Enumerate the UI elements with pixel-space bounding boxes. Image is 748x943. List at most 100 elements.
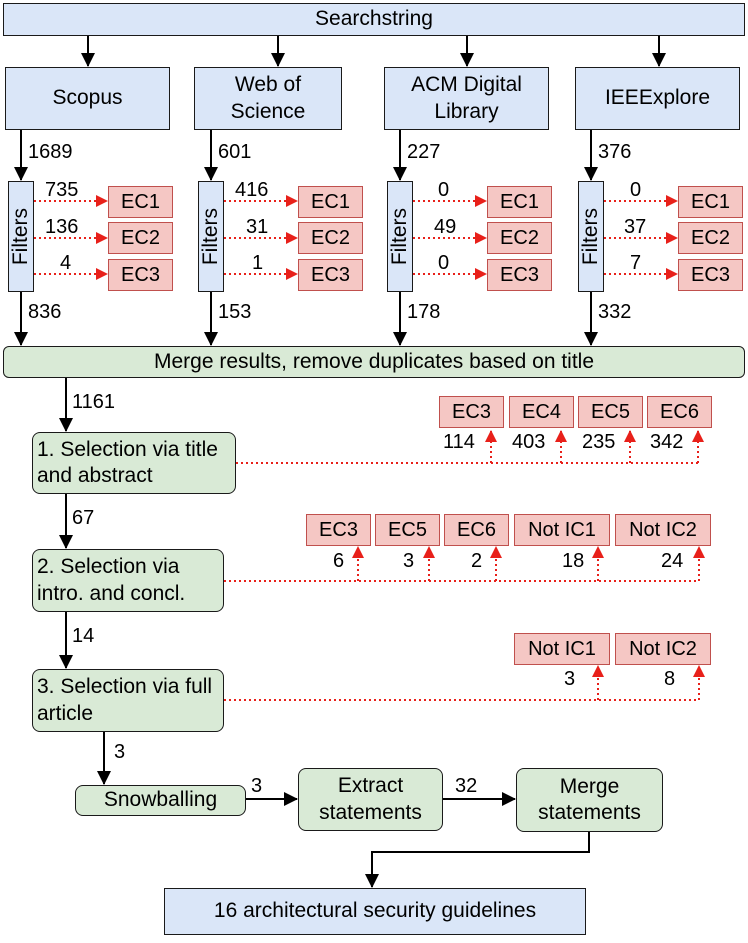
- database-label: Web of Science: [230, 73, 306, 123]
- ec3-box: EC3: [298, 259, 363, 291]
- ec-label: EC5: [388, 518, 427, 541]
- selection-step-1: 1. Selection via title and abstract: [32, 432, 236, 494]
- step2-ec3-count: 6: [333, 550, 345, 572]
- remaining-count: 332: [598, 301, 632, 323]
- ec-label: EC5: [591, 400, 630, 423]
- ec1-count: 0: [630, 179, 642, 201]
- step2-ec3-box: EC3: [306, 514, 371, 546]
- database-acm: ACM Digital Library: [384, 67, 549, 130]
- step3-not-ic2-box: Not IC2: [615, 633, 711, 665]
- merge-results-label: Merge results, remove duplicates based o…: [153, 349, 595, 373]
- ec2-count: 136: [45, 216, 79, 238]
- ec-label: EC2: [311, 226, 350, 249]
- step1-ec3-box: EC3: [439, 396, 504, 428]
- ec-label: EC2: [500, 226, 539, 249]
- found-count: 376: [598, 141, 632, 163]
- selection-step-2-label: 2. Selection via intro. and concl.: [37, 555, 186, 605]
- ec-label: EC2: [691, 226, 730, 249]
- remaining-count: 178: [407, 301, 441, 323]
- merged-count: 1161: [72, 391, 116, 413]
- ec2-box: EC2: [298, 222, 363, 254]
- step2-not-ic2-count: 24: [661, 550, 684, 572]
- ec2-box: EC2: [487, 222, 552, 254]
- found-count: 1689: [28, 141, 73, 163]
- snowballing-count: 3: [251, 775, 263, 797]
- database-scopus: Scopus: [5, 67, 170, 130]
- step1-ec4-count: 403: [512, 431, 546, 453]
- ec-label: EC6: [457, 518, 496, 541]
- filters-box: Filters: [387, 181, 413, 292]
- ec3-count: 0: [438, 252, 450, 274]
- filters-box: Filters: [8, 181, 34, 292]
- step1-ec4-box: EC4: [509, 396, 574, 428]
- step2-ec6-count: 2: [471, 550, 483, 572]
- ec-label: EC3: [691, 263, 730, 286]
- ec-label: EC1: [311, 190, 350, 213]
- ec1-count: 0: [438, 179, 450, 201]
- database-web-of-science: Web of Science: [194, 67, 342, 130]
- ec2-count: 31: [246, 216, 269, 238]
- snowballing-box: Snowballing: [75, 785, 246, 816]
- ec-label: EC1: [121, 190, 160, 213]
- step2-ec6-box: EC6: [444, 514, 509, 546]
- step3-not-ic2-count: 8: [664, 668, 676, 690]
- step2-not-ic2-box: Not IC2: [615, 514, 711, 546]
- step3-remaining-count: 3: [114, 741, 126, 763]
- ec1-box: EC1: [108, 186, 173, 218]
- ec3-box: EC3: [678, 259, 743, 291]
- database-ieeexplore: IEEExplore: [575, 67, 740, 130]
- extract-statements-box: Extract statements: [298, 768, 443, 831]
- ec1-box: EC1: [678, 186, 743, 218]
- filters-label: Filters: [8, 207, 32, 266]
- ec-label: Not IC2: [629, 518, 697, 541]
- selection-step-1-label: 1. Selection via title and abstract: [37, 437, 218, 487]
- ec1-box: EC1: [487, 186, 552, 218]
- database-label: ACM Digital Library: [411, 73, 522, 123]
- database-label: IEEExplore: [604, 86, 711, 110]
- filters-label: Filters: [198, 207, 222, 266]
- step2-not-ic1-box: Not IC1: [514, 514, 610, 546]
- extract-statements-label: Extract statements: [319, 774, 422, 824]
- filters-box: Filters: [198, 181, 224, 292]
- filters-box: Filters: [578, 181, 604, 292]
- ec-label: Not IC1: [528, 518, 596, 541]
- searchstring-label: Searchstring: [315, 7, 433, 31]
- selection-step-2: 2. Selection via intro. and concl.: [32, 549, 224, 612]
- step1-ec6-count: 342: [650, 431, 684, 453]
- ec-label: EC6: [660, 400, 699, 423]
- ec1-box: EC1: [298, 186, 363, 218]
- ec-label: EC3: [121, 263, 160, 286]
- step1-ec3-count: 114: [443, 431, 475, 453]
- ec-label: EC1: [691, 190, 730, 213]
- step1-ec5-box: EC5: [578, 396, 643, 428]
- ec1-count: 735: [45, 179, 79, 201]
- step1-ec5-count: 235: [582, 431, 616, 453]
- ec-label: Not IC2: [629, 637, 697, 660]
- extract-count: 32: [455, 775, 478, 797]
- remaining-count: 836: [28, 301, 62, 323]
- ec3-count: 4: [60, 252, 72, 274]
- remaining-count: 153: [218, 301, 252, 323]
- searchstring-box: Searchstring: [3, 3, 745, 36]
- step1-ec6-box: EC6: [647, 396, 712, 428]
- step2-not-ic1-count: 18: [562, 550, 585, 572]
- snowballing-label: Snowballing: [103, 788, 218, 812]
- ec-label: EC3: [319, 518, 358, 541]
- ec2-count: 37: [624, 216, 647, 238]
- ec3-box: EC3: [108, 259, 173, 291]
- ec2-box: EC2: [108, 222, 173, 254]
- database-label: Scopus: [52, 86, 123, 110]
- ec-label: EC2: [121, 226, 160, 249]
- selection-step-3: 3. Selection via full article: [32, 669, 224, 732]
- ec-label: EC1: [500, 190, 539, 213]
- merge-statements-label: Merge statements: [538, 774, 641, 824]
- step2-ec5-box: EC5: [375, 514, 440, 546]
- ec3-count: 1: [252, 252, 264, 274]
- result-guidelines-box: 16 architectural security guidelines: [164, 888, 586, 935]
- step2-ec5-count: 3: [403, 550, 415, 572]
- merge-statements-box: Merge statements: [516, 768, 663, 832]
- filters-label: Filters: [578, 207, 602, 266]
- found-count: 227: [407, 141, 441, 163]
- ec-label: EC3: [311, 263, 350, 286]
